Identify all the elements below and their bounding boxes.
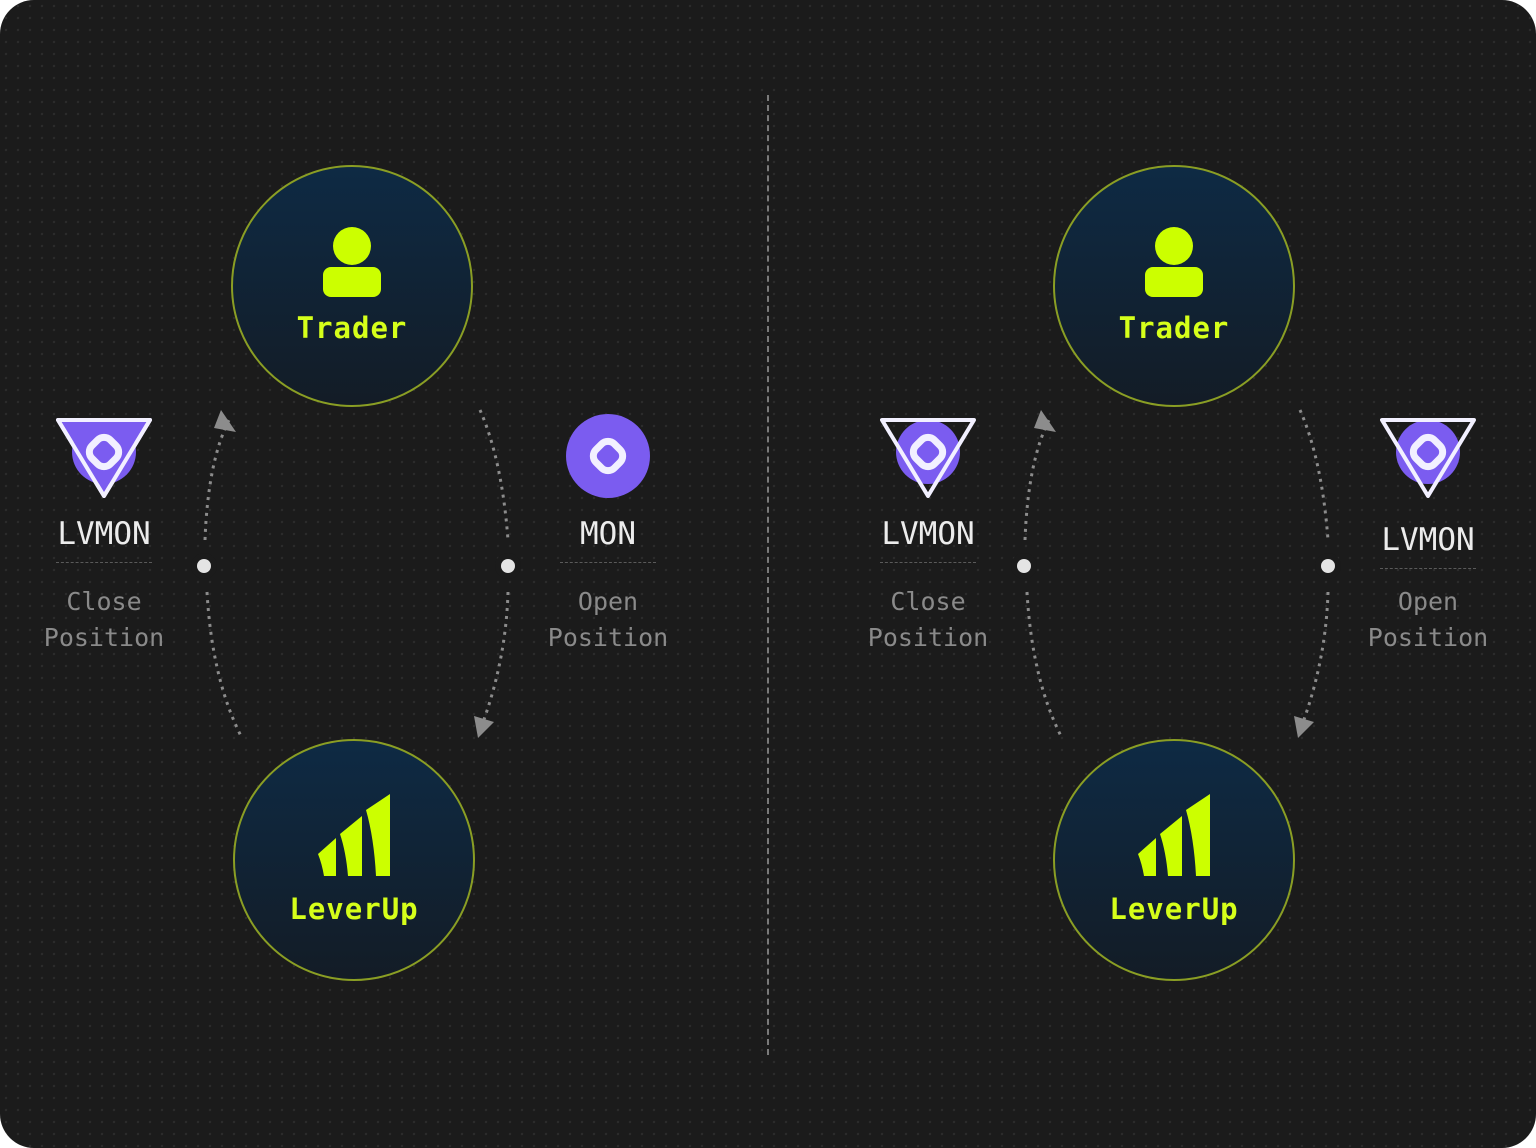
leverup-label: LeverUp [289,892,419,926]
open-dot-left [501,559,515,573]
arrowhead-open-left [474,716,494,738]
open-token-right: LVMON [1373,414,1483,569]
close-token-left: LVMON [49,414,159,563]
user-icon [323,227,381,297]
trader-label: Trader [296,311,408,345]
arrowhead-open-right [1294,716,1314,738]
token-name: LVMON [880,516,976,563]
leverup-node-left: LeverUp [233,739,475,981]
trader-label: Trader [1118,311,1230,345]
caption-line: Position [867,623,989,652]
open-token-left: MON [553,414,663,563]
close-dot-left [197,559,211,573]
open-arrow-down [480,591,510,726]
user-icon [1145,227,1203,297]
close-arrow-tail-r [1025,591,1064,739]
token-name: LVMON [56,516,152,563]
close-caption-right: Close Position [853,584,1003,656]
close-caption-left: Close Position [29,584,179,656]
open-arrow-down-r [1300,591,1330,726]
caption-line: Open [577,587,639,616]
lvmon-icon [1380,418,1476,498]
caption-line: Position [43,623,165,652]
caption-line: Open [1397,587,1459,616]
close-token-right: LVMON [873,414,983,563]
caption-line: Close [890,587,966,616]
token-name: MON [560,516,656,563]
mon-icon [566,414,650,498]
close-dot-right [1017,559,1031,573]
lvmon-icon [880,418,976,498]
bars-icon [318,794,390,876]
open-dot-right [1321,559,1335,573]
lvmon-icon [56,418,152,498]
arrowhead-close-right [1034,410,1056,432]
caption-line: Position [1367,623,1489,652]
bars-icon [1138,794,1210,876]
open-arrow-top [478,409,510,541]
close-arrow-tail [205,591,244,739]
trader-node-left: Trader [231,165,473,407]
open-caption-left: Open Position [533,584,683,656]
caption-line: Position [547,623,669,652]
open-arrow-top-r [1298,409,1330,541]
leverup-label: LeverUp [1109,892,1239,926]
token-name: LVMON [1380,522,1476,569]
trader-node-right: Trader [1053,165,1295,407]
close-arrow-up [203,417,232,541]
open-caption-right: Open Position [1353,584,1503,656]
close-arrow-up-r [1023,417,1052,541]
leverup-node-right: LeverUp [1053,739,1295,981]
caption-line: Close [66,587,142,616]
arrowhead-close-left [214,410,236,432]
divider-line [767,95,769,1055]
